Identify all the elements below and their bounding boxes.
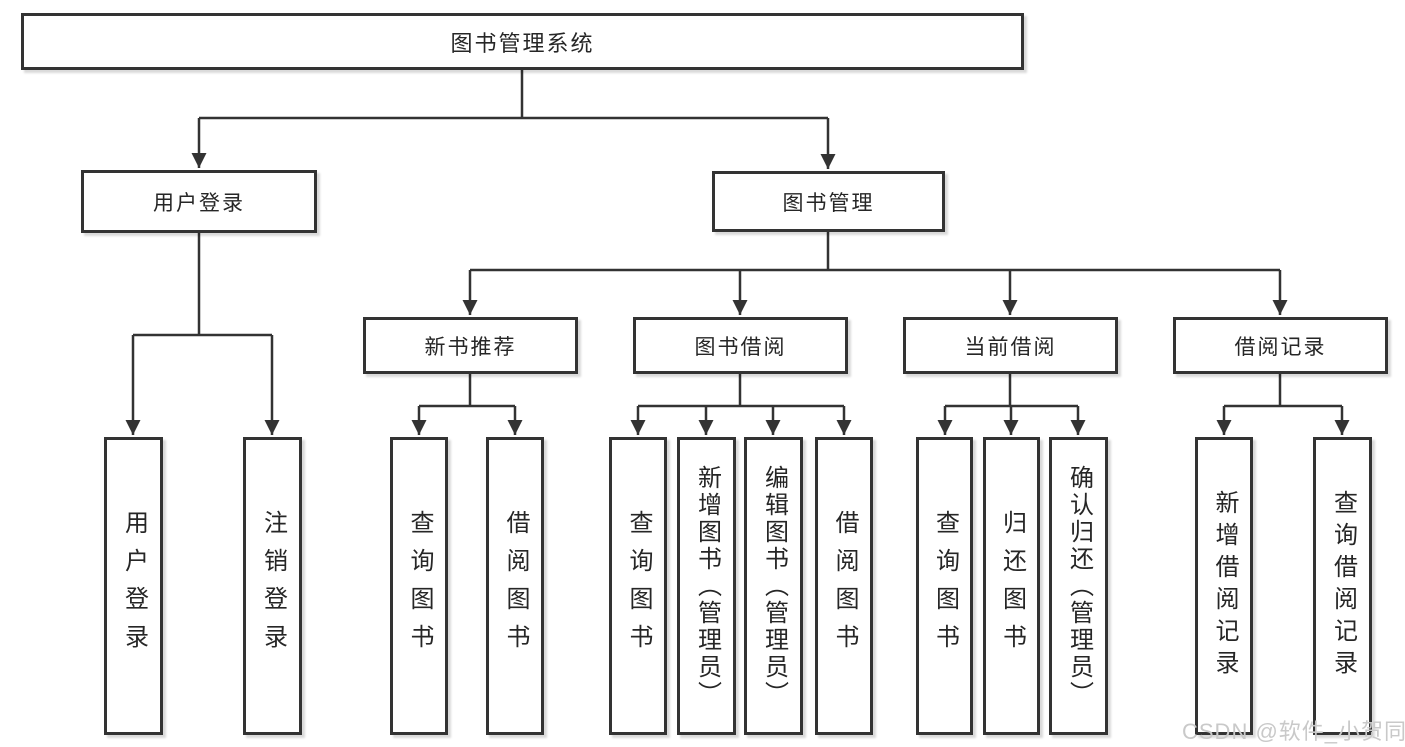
node-book-borrow: 图书借阅 <box>633 317 848 374</box>
leaf-add-borrow-record: 新增借阅记录 <box>1195 437 1253 735</box>
node-user-login: 用户登录 <box>81 170 317 233</box>
leaf-query-borrow-record: 查询借阅记录 <box>1313 437 1372 735</box>
csdn-watermark: CSDN @软件_小贺同学 <box>1182 719 1405 744</box>
connector-mgmt-to-sections <box>462 232 1288 315</box>
connector-current-to-leaves <box>937 374 1086 435</box>
leaf-current-query-books: 查询图书 <box>916 437 973 735</box>
connector-root-to-level2 <box>191 70 836 169</box>
connector-records-to-leaves <box>1216 374 1350 435</box>
node-book-management: 图书管理 <box>712 171 945 232</box>
connector-recommend-to-leaves <box>411 374 523 435</box>
leaf-borrow-books: 借阅图书 <box>815 437 873 735</box>
node-new-book-recommend: 新书推荐 <box>363 317 578 374</box>
node-root-system: 图书管理系统 <box>21 13 1024 70</box>
leaf-borrow-query-books: 查询图书 <box>609 437 667 735</box>
leaf-edit-books-admin: 编辑图书（管理员） <box>744 437 803 735</box>
leaf-logout: 注销登录 <box>243 437 302 735</box>
leaf-confirm-return-admin: 确认归还（管理员） <box>1049 437 1108 735</box>
leaf-recommend-borrow-books: 借阅图书 <box>486 437 544 735</box>
leaf-recommend-query-books: 查询图书 <box>390 437 448 735</box>
leaf-return-books: 归还图书 <box>983 437 1040 735</box>
leaf-user-login: 用户登录 <box>104 437 163 735</box>
connector-login-to-leaves <box>125 233 280 435</box>
node-current-borrow: 当前借阅 <box>903 317 1118 374</box>
connector-borrow-to-leaves <box>630 374 852 435</box>
leaf-add-books-admin: 新增图书（管理员） <box>677 437 736 735</box>
node-borrow-records: 借阅记录 <box>1173 317 1388 374</box>
